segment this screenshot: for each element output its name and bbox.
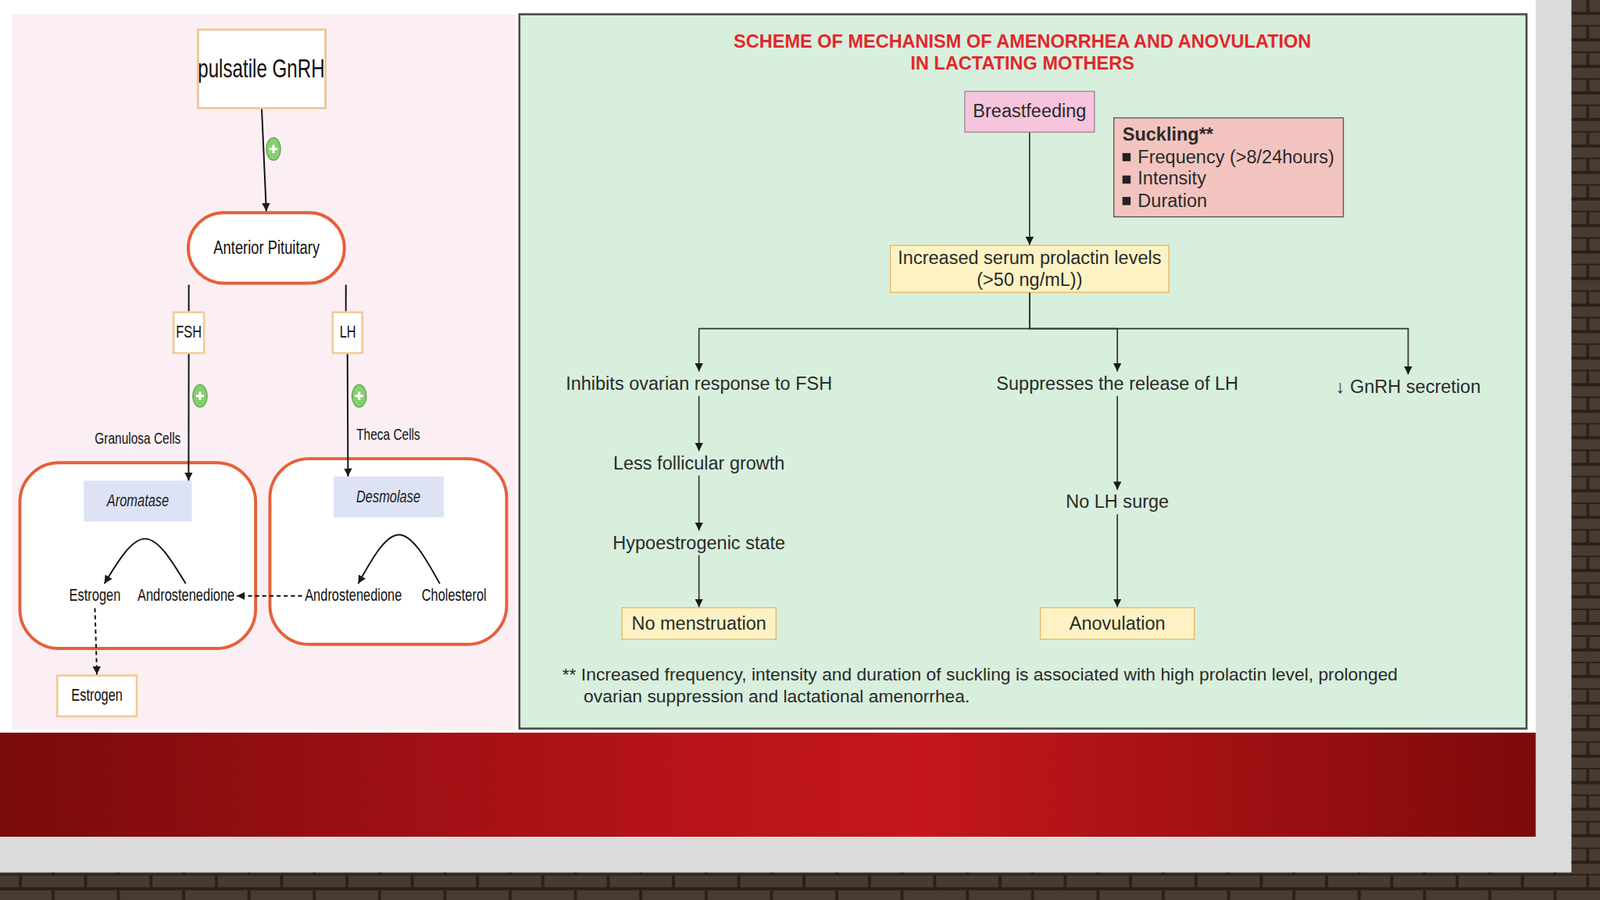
process-box: Increased serum prolactin levels (>50 ng…: [889, 244, 1170, 293]
node-label: Estrogen: [69, 585, 122, 607]
diagram-title: SCHEME OF MECHANISM OF AMENORRHEA AND AN…: [726, 31, 1319, 75]
process-text: Less follicular growth: [596, 450, 801, 475]
flow-arrow: [104, 539, 186, 584]
process-box: Breastfeeding: [964, 90, 1095, 133]
flow-arrow: [1028, 132, 1031, 246]
flow-arrow: [261, 109, 267, 212]
footnote: ** Increased frequency, intensity and du…: [562, 664, 1450, 708]
process-text: No LH surge: [1046, 489, 1190, 515]
node-label: Less follicular growth: [613, 452, 786, 474]
process-text: Hypoestrogenic state: [596, 530, 801, 555]
flow-arrow: [1029, 292, 1118, 372]
hormone-box: LH: [331, 310, 363, 354]
flow-arrow: [1029, 292, 1409, 375]
node-label: Estrogen: [71, 685, 123, 707]
node-label: No menstruation: [631, 612, 767, 634]
node-label: Aromatase: [107, 490, 169, 511]
note-line: Suckling**: [1122, 124, 1336, 147]
bullet-square: [1122, 175, 1131, 183]
flow-arrow: [346, 353, 350, 477]
node-label: pulsatile GnRH: [198, 53, 326, 84]
node-label: Androstenedione: [137, 585, 235, 607]
note-line: Intensity: [1122, 168, 1336, 191]
process-text: Suppresses the release of LH: [984, 371, 1250, 396]
node-label: Hypoestrogenic state: [612, 532, 786, 554]
cell-outline: Theca CellsDesmolaseAndrostenedioneChole…: [268, 457, 509, 647]
cell-outline: Granulosa CellsAromataseEstrogenAndroste…: [18, 460, 258, 650]
flow-arrow: [1116, 514, 1118, 608]
enzyme-box: Aromatase: [83, 480, 192, 522]
node-label: Suppresses the release of LH: [996, 372, 1239, 394]
flow-arrow: [698, 555, 700, 608]
process-text: ↓ GnRH secretion: [1326, 374, 1490, 399]
flow-arrow: [188, 284, 190, 311]
plus-symbol: [266, 137, 281, 161]
bullet-square: [1122, 196, 1131, 205]
flow-arrow: [357, 534, 440, 584]
note-line: Frequency (>8/24hours): [1122, 146, 1336, 168]
flow-arrow: [345, 284, 347, 311]
left-panel: [12, 14, 516, 730]
molecule-label: Androstenedione: [134, 583, 237, 608]
slide-frame: [0, 0, 1572, 873]
flow-arrow: [698, 475, 700, 532]
note-line: Duration: [1122, 190, 1336, 213]
node-label: Breastfeeding: [972, 100, 1086, 122]
dashed-arrow: [94, 607, 97, 675]
node-label: Androstenedione: [304, 585, 402, 607]
node-label: Anterior Pituitary: [213, 236, 320, 260]
molecule-label: Estrogen: [63, 583, 127, 608]
node-label: LH: [339, 322, 356, 343]
cell-heading: Granulosa Cells: [36, 426, 240, 451]
flow-arrow: [698, 396, 700, 452]
enzyme-box: Desmolase: [333, 476, 444, 518]
hormone-box: pulsatile GnRH: [196, 28, 327, 110]
flow-arrow: [187, 353, 190, 481]
node-label: Desmolase: [357, 486, 422, 508]
plus-symbol: [192, 384, 208, 408]
node-label: Inhibits ovarian response to FSH: [565, 372, 833, 394]
node-label: ↓ GnRH secretion: [1335, 375, 1482, 397]
right-panel: [519, 14, 1527, 729]
gland-pill: Anterior Pituitary: [186, 210, 347, 285]
process-box: No menstruation: [621, 607, 777, 640]
plus-symbol: [196, 392, 204, 400]
hormone-box: FSH: [172, 310, 206, 354]
hormone-box: Estrogen: [56, 674, 138, 718]
note-heading: Suckling**: [1122, 124, 1214, 147]
node-label: No LH surge: [1065, 491, 1169, 513]
slide-body: [0, 0, 1536, 837]
molecule-label: Cholesterol: [418, 583, 490, 608]
process-text: Inhibits ovarian response to FSH: [556, 371, 843, 396]
bullet-text: Intensity: [1137, 168, 1207, 191]
molecule-label: Androstenedione: [302, 583, 405, 608]
plus-symbol: [355, 392, 364, 400]
flow-arrow: [699, 292, 1030, 372]
plus-symbol: [352, 384, 367, 408]
dashed-arrow: [236, 595, 303, 597]
node-label: FSH: [175, 322, 202, 343]
bullet-text: Duration: [1137, 190, 1208, 213]
plus-symbol: [269, 144, 278, 153]
cell-heading: Theca Cells: [286, 422, 490, 447]
node-label: Increased serum prolactin levels (>50 ng…: [894, 247, 1165, 291]
note-box: Suckling**Frequency (>8/24hours)Intensit…: [1113, 117, 1344, 218]
bullet-text: Frequency (>8/24hours): [1137, 146, 1335, 168]
process-box: Anovulation: [1039, 607, 1196, 640]
bullet-square: [1122, 153, 1131, 161]
node-label: Cholesterol: [421, 585, 487, 607]
flow-arrow: [1116, 396, 1118, 490]
node-label: Anovulation: [1069, 612, 1166, 634]
red-band: [0, 732, 1536, 837]
